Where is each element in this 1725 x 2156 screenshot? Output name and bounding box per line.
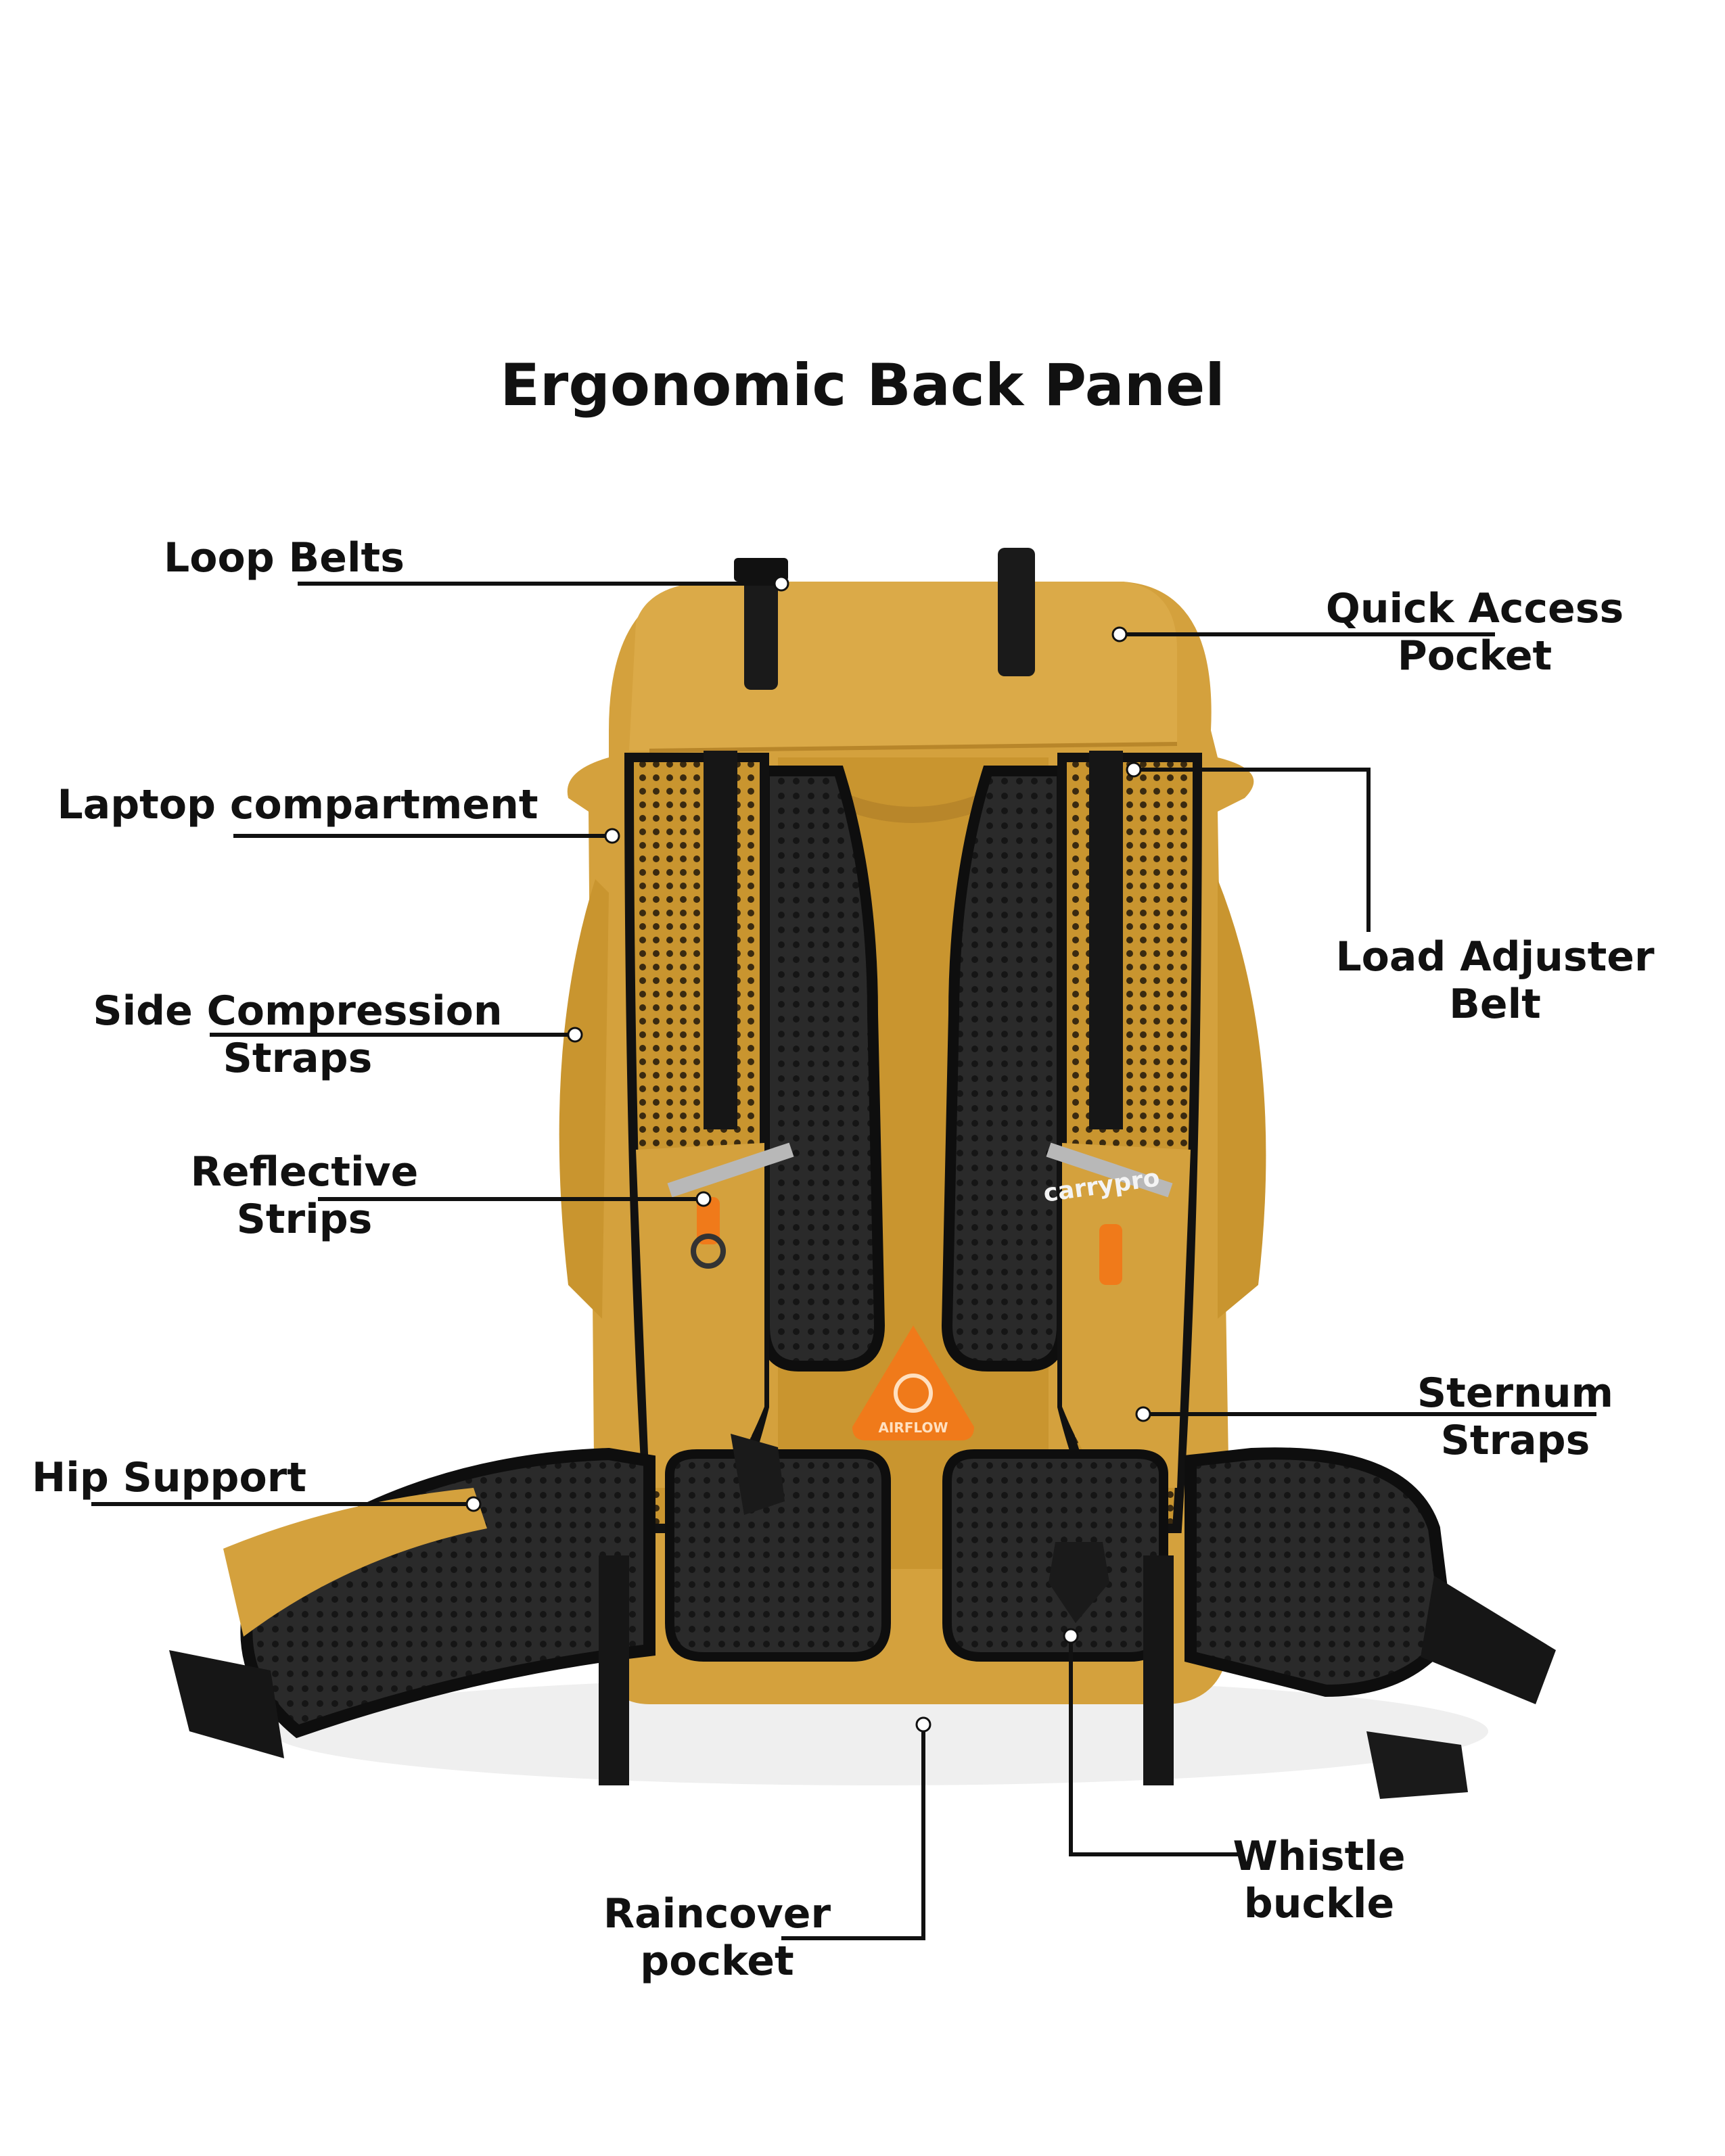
callout-raincover-line1: Raincover (603, 1890, 831, 1938)
callout-quick-access-line1: Quick Access (1325, 585, 1624, 632)
lumbar-pad-left (665, 1449, 891, 1662)
page-title: Ergonomic Back Panel (500, 352, 1225, 419)
reflective-strip-right (1046, 1142, 1173, 1198)
callout-whistle-line1: Whistle (1233, 1833, 1406, 1880)
airflow-icon (894, 1374, 933, 1413)
right-side-panel (1218, 879, 1266, 1319)
zipper-pull-left (697, 1197, 720, 1244)
hip-buckle-right (1366, 1731, 1468, 1799)
left-shoulder-pad (759, 766, 886, 1372)
callout-side-compression-line1: Side Compression (93, 987, 503, 1035)
callout-quick-access-line2: Pocket (1397, 632, 1552, 680)
sternum-buckle (731, 1434, 785, 1515)
whistle-buckle-shape (1049, 1542, 1109, 1623)
loop-belt-right (998, 548, 1035, 676)
airflow-badge-text: AIRFLOW (878, 1420, 948, 1436)
callout-whistle-line2: buckle (1243, 1880, 1395, 1927)
hip-belt-right (1184, 1447, 1454, 1697)
callout-load-adjuster-line1: Load Adjuster (1335, 933, 1655, 981)
left-side-panel (559, 879, 609, 1319)
leader-lines (91, 582, 1596, 1940)
callout-load-adjuster-line2: Belt (1449, 981, 1541, 1028)
airflow-badge (852, 1326, 974, 1440)
right-shoulder-pad (941, 766, 1067, 1372)
callout-reflective-line2: Strips (236, 1196, 373, 1243)
callout-laptop-compartment: Laptop compartment (54, 781, 541, 828)
callout-reflective-line1: Reflective (190, 1148, 419, 1196)
callout-sternum-line1: Sternum (1417, 1369, 1614, 1417)
reflective-strip-left (667, 1142, 794, 1198)
callout-hip-support-line1: Hip Support (32, 1454, 306, 1501)
callout-side-compression-straps: Side Compression Straps (88, 987, 507, 1082)
callout-side-compression-line2: Straps (223, 1035, 373, 1082)
callout-loop-belts-line1: Loop Belts (164, 534, 405, 582)
callout-dots (465, 576, 1151, 1733)
callout-hip-support: Hip Support (27, 1454, 311, 1501)
ground-shadow (271, 1677, 1488, 1785)
loop-belt-left (744, 561, 778, 690)
callout-laptop-line1: Laptop compartment (57, 781, 538, 828)
callout-sternum-straps: Sternum Straps (1407, 1369, 1624, 1464)
callout-reflective-strips: Reflective Strips (183, 1148, 426, 1243)
callout-raincover-line2: pocket (640, 1938, 794, 1985)
top-lid (629, 582, 1177, 751)
callout-loop-belts: Loop Belts (162, 534, 406, 582)
callout-quick-access-pocket: Quick Access Pocket (1306, 585, 1644, 680)
callout-sternum-line2: Straps (1440, 1417, 1590, 1464)
callout-load-adjuster-belt: Load Adjuster Belt (1326, 933, 1664, 1028)
callout-whistle-buckle: Whistle buckle (1231, 1833, 1407, 1927)
zipper-pull-right (1099, 1224, 1122, 1285)
callout-raincover-pocket: Raincover pocket (595, 1890, 839, 1985)
